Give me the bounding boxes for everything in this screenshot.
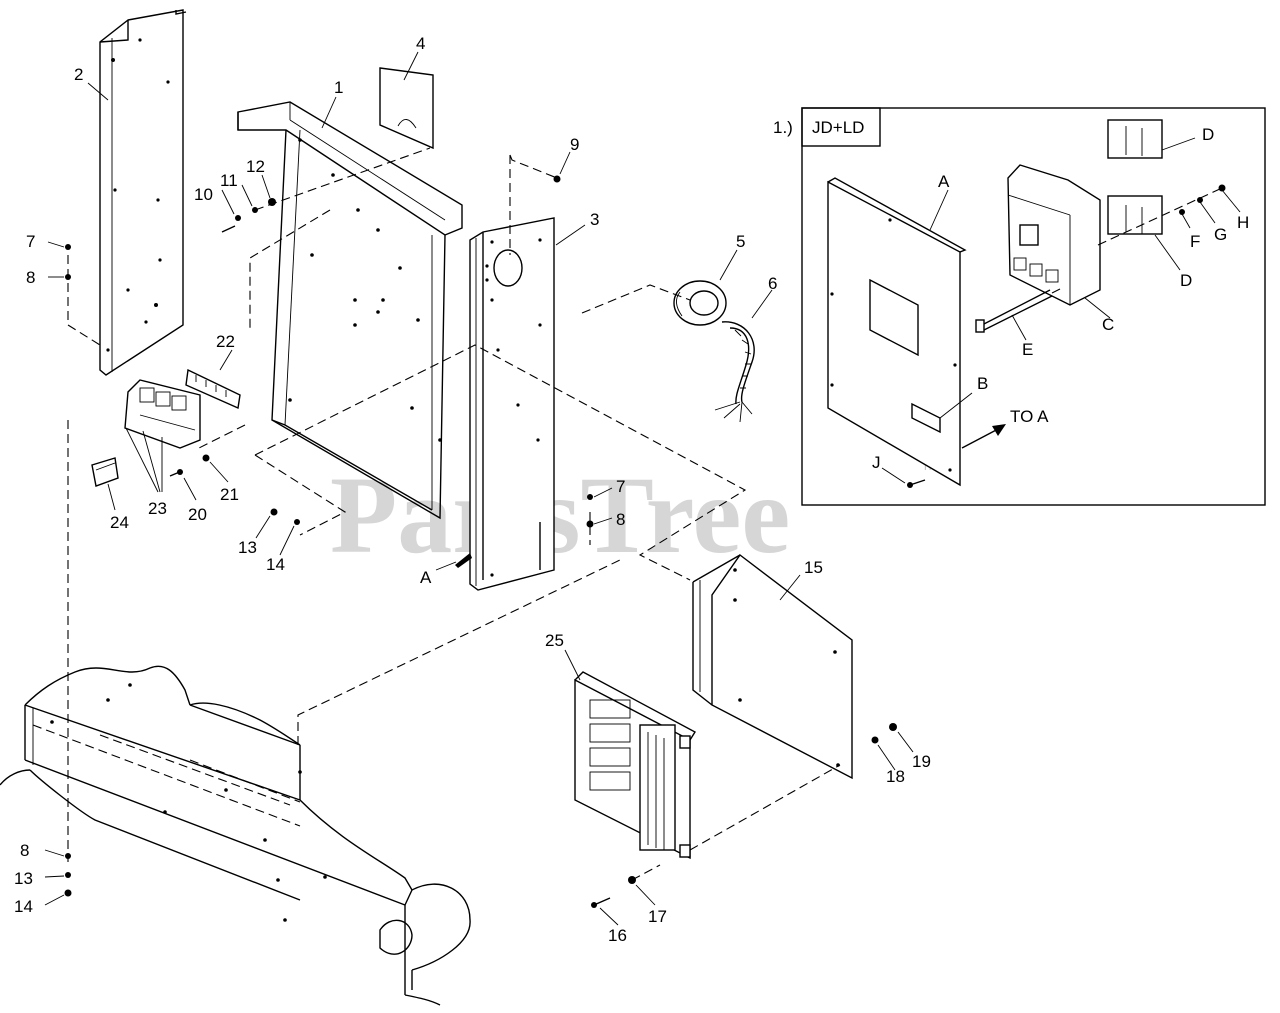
part-24-end-cap	[91, 457, 119, 487]
callout-17: 17	[648, 907, 667, 926]
base-frame	[0, 665, 471, 1006]
callout-19: 19	[912, 752, 931, 771]
callout-18: 18	[886, 767, 905, 786]
callout-12: 12	[246, 157, 265, 176]
callout-24: 24	[110, 513, 129, 532]
inset-label-F: F	[1190, 232, 1200, 251]
inset-label-G: G	[1214, 225, 1227, 244]
inset-label-B: B	[977, 374, 988, 393]
part-23-terminal-blocks	[124, 379, 201, 493]
callout-8b: 8	[616, 510, 625, 529]
callout-20: 20	[188, 505, 207, 524]
part-4-cover-plate	[379, 67, 434, 150]
watermark: PartsTree	[330, 454, 790, 576]
callout-3: 3	[590, 210, 599, 229]
part-5-grommet	[673, 280, 727, 326]
callout-14a: 14	[266, 555, 285, 574]
callout-7a: 7	[26, 232, 35, 251]
part-15-mounting-plate	[692, 554, 853, 780]
callout-numbers: 2 1 4 3 5 6 9 7 8 10 11 12 22 21 20 23 2…	[14, 34, 931, 945]
assembly-dashed-lines	[67, 147, 841, 881]
inset-label-to-a: TO A	[1010, 407, 1049, 426]
callout-13a: 13	[238, 538, 257, 557]
part-25-controller	[574, 671, 696, 860]
callout-8c: 8	[20, 841, 29, 860]
callout-leaders	[44, 51, 914, 926]
inset-label-E: E	[1022, 340, 1033, 359]
callout-23: 23	[148, 499, 167, 518]
part-2-side-panel	[99, 9, 187, 376]
callout-15: 15	[804, 558, 823, 577]
callout-11: 11	[220, 171, 238, 190]
inset-title: JD+LD	[812, 118, 864, 137]
part-6-wire-harness	[714, 321, 755, 423]
callout-1: 1	[334, 78, 343, 97]
callout-21: 21	[220, 485, 239, 504]
inset-label-J: J	[872, 453, 881, 472]
callout-9: 9	[570, 135, 579, 154]
callout-16: 16	[608, 926, 627, 945]
inset-label-C: C	[1102, 315, 1114, 334]
callout-10: 10	[194, 185, 213, 204]
inset-label-D2: D	[1180, 271, 1192, 290]
part-3-side-panel	[469, 217, 555, 591]
callout-5: 5	[736, 232, 745, 251]
part-22-din-rail	[185, 368, 241, 410]
inset-label-H: H	[1237, 213, 1249, 232]
callout-6: 6	[768, 274, 777, 293]
callout-13b: 13	[14, 869, 33, 888]
callout-2: 2	[74, 65, 83, 84]
inset-label-D1: D	[1202, 125, 1214, 144]
inset-ref: 1.)	[773, 118, 793, 137]
callout-25: 25	[545, 631, 564, 650]
callout-14b: 14	[14, 897, 33, 916]
part-1-back-frame	[237, 101, 463, 520]
fasteners	[64, 175, 897, 908]
callout-A: A	[420, 568, 432, 587]
inset-label-A: A	[938, 172, 950, 191]
callout-8a: 8	[26, 268, 35, 287]
callout-7b: 7	[616, 477, 625, 496]
callout-4: 4	[416, 34, 425, 53]
callout-22: 22	[216, 332, 235, 351]
inset-box: 1.) JD+LD	[773, 107, 1266, 506]
